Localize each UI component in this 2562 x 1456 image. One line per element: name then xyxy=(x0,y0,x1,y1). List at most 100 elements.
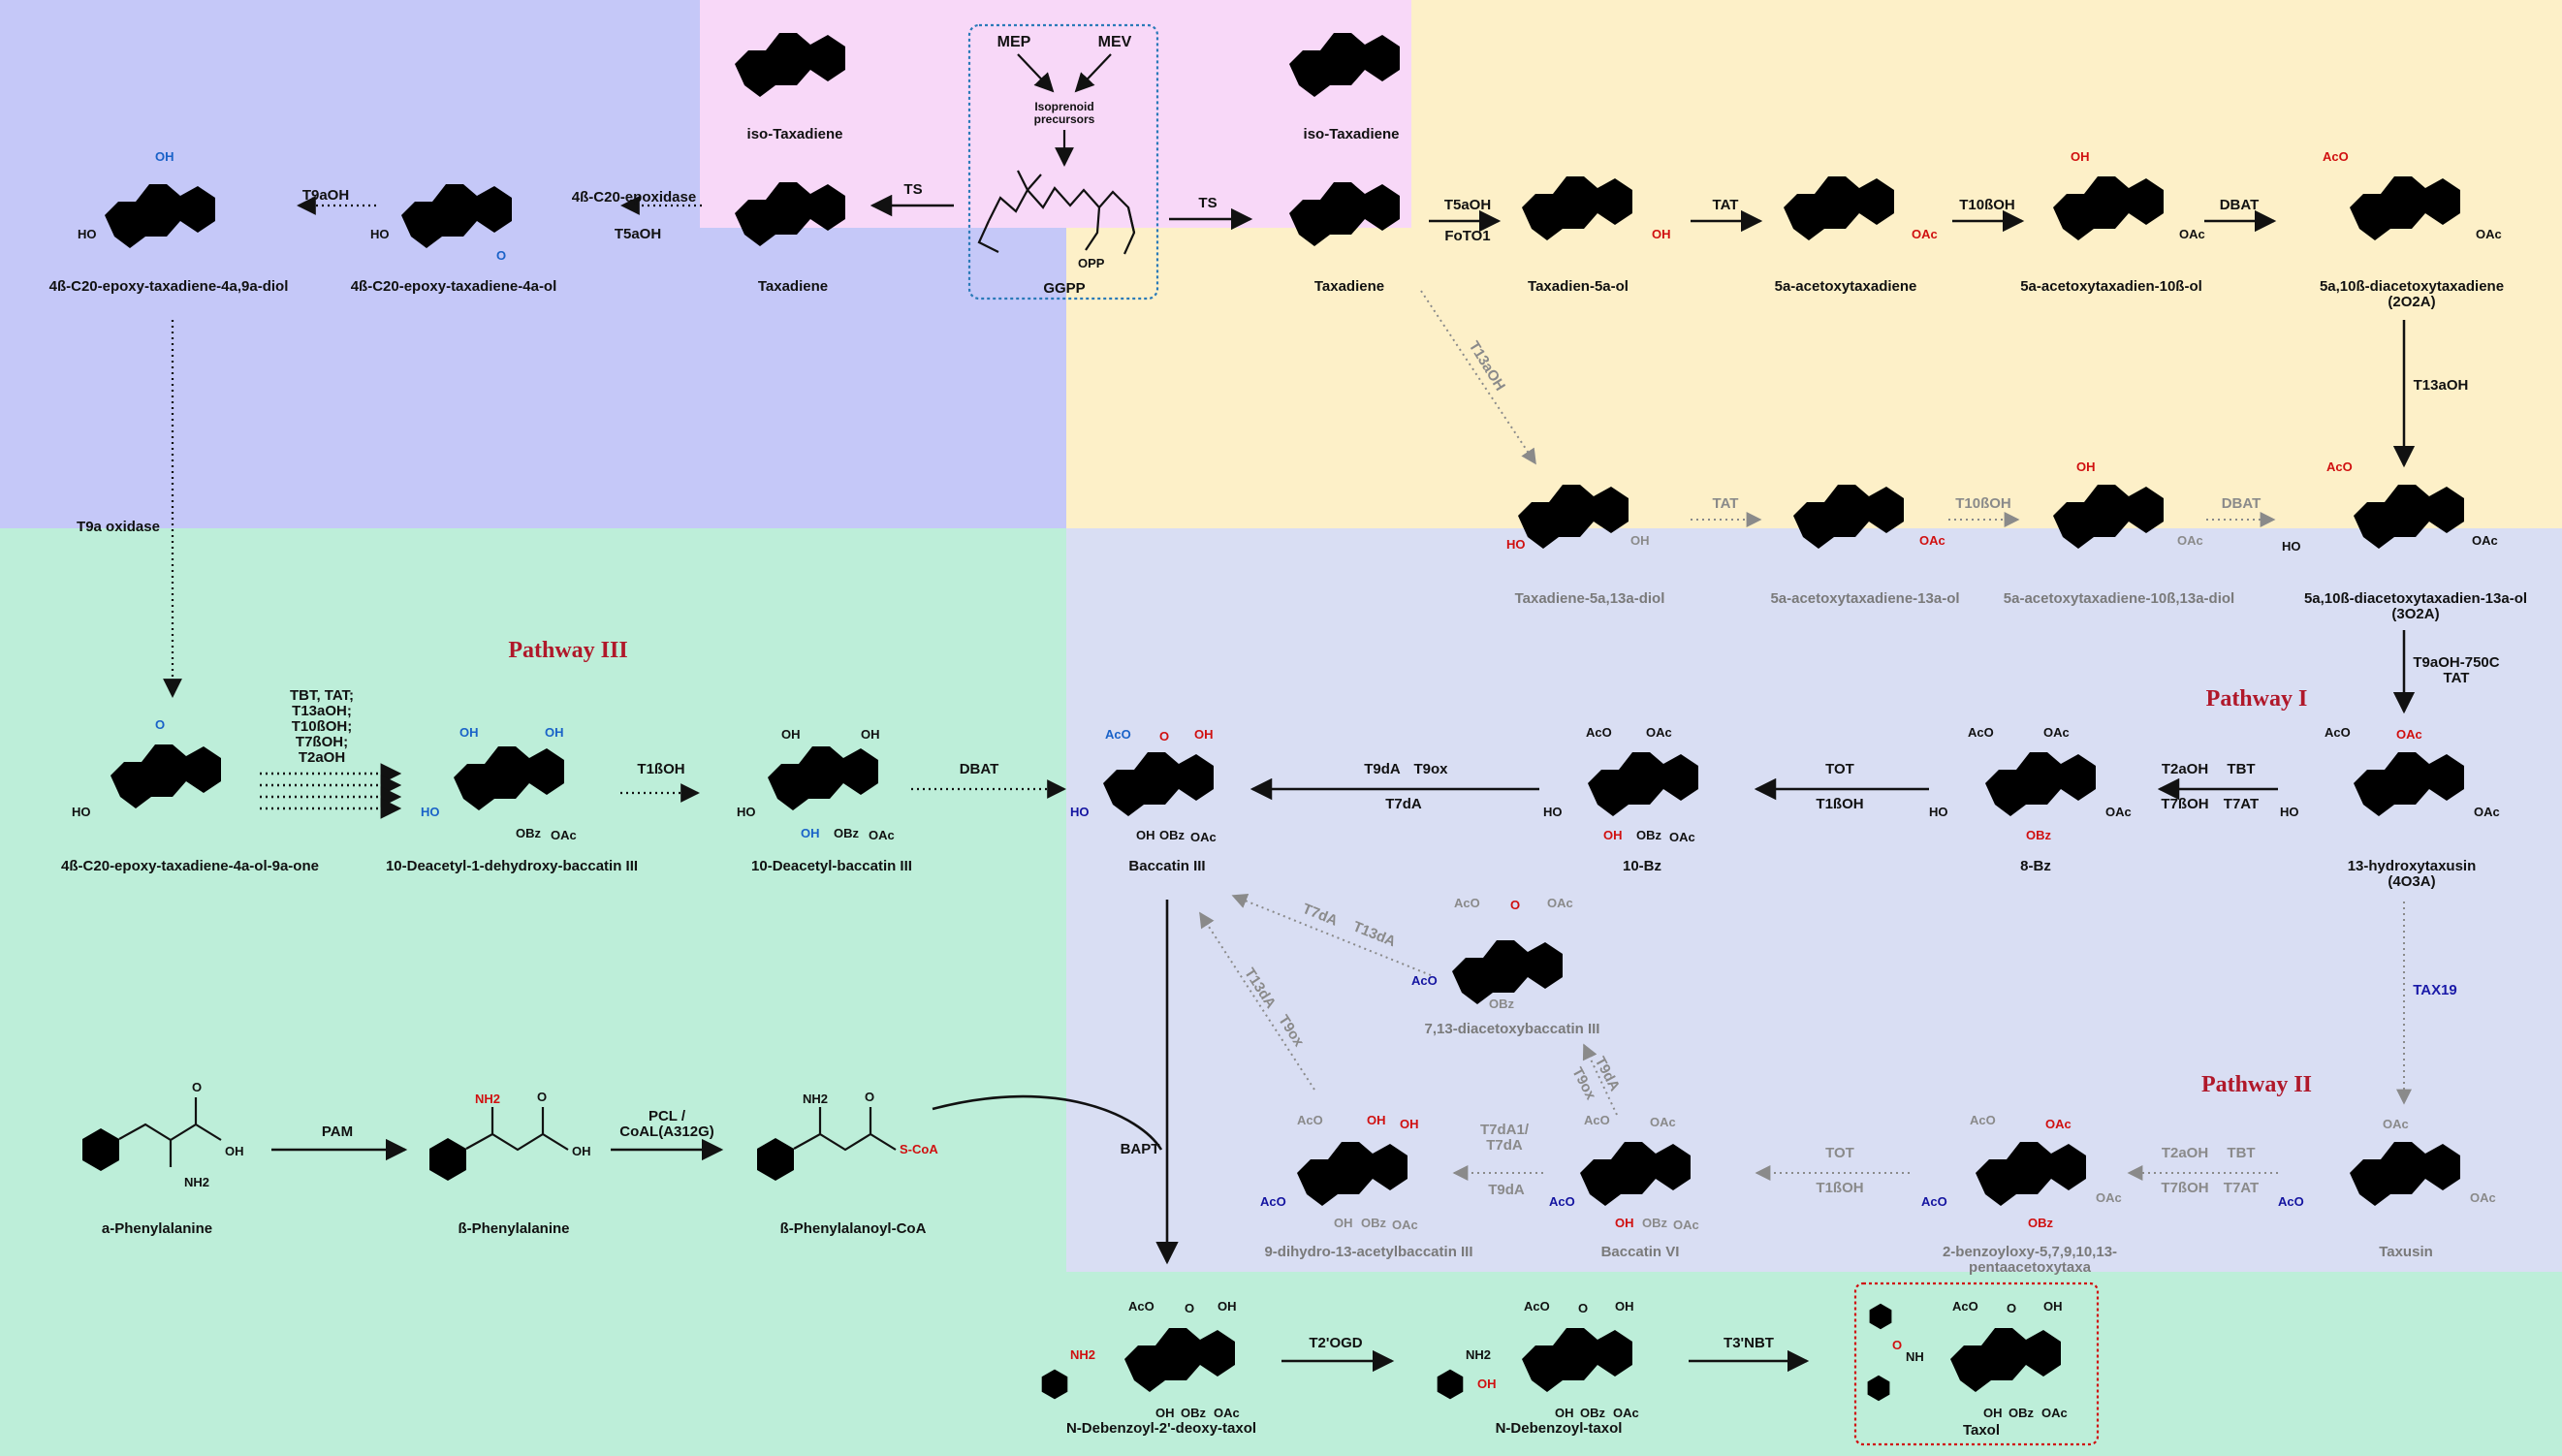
dd-oac: OAc xyxy=(551,828,577,842)
label-diacetoxy-13a-ol: 5a,10ß-diacetoxytaxadien-13a-ol xyxy=(2304,590,2527,607)
enzyme-pam: PAM xyxy=(322,1124,353,1140)
dha-aco-13: AcO xyxy=(1260,1194,1286,1209)
enzyme-stack-2: T13aOH; xyxy=(292,703,352,719)
label-benzoyloxy-1: 2-benzoyloxy-5,7,9,10,13- xyxy=(1943,1244,2117,1260)
bphe-coa-o: O xyxy=(865,1090,874,1104)
label-dihydro-acetylbaccatin: 9-dihydro-13-acetylbaccatin III xyxy=(1264,1244,1472,1260)
label-taxadiene-left: Taxadiene xyxy=(758,278,828,295)
bac-oh-1: OH xyxy=(1136,828,1155,842)
tx2-o: O xyxy=(2007,1301,2016,1315)
label-acetoxy-13a-ol: 5a-acetoxytaxadiene-13a-ol xyxy=(1770,590,1959,607)
enzyme-tat-2: TAT xyxy=(2444,670,2470,686)
bac-ho: HO xyxy=(1070,805,1090,819)
b10-aco: AcO xyxy=(1586,725,1612,740)
d13-oac: OAc xyxy=(2472,533,2498,548)
dd2-oh-1: OH xyxy=(1155,1406,1175,1420)
db2-oh-red: OH xyxy=(1477,1377,1497,1391)
dha-obz: OBz xyxy=(1361,1216,1387,1230)
label-taxadiene-right: Taxadiene xyxy=(1314,278,1384,295)
enzyme-tax19: TAX19 xyxy=(2413,982,2457,998)
dd2-o: O xyxy=(1185,1301,1194,1315)
enzyme-t9da-2: T9dA xyxy=(1488,1182,1525,1198)
bo-aco: AcO xyxy=(1970,1113,1996,1127)
dd2-aco: AcO xyxy=(1128,1299,1154,1314)
ht-oac-red: OAc xyxy=(2396,727,2422,742)
bvi-obz: OBz xyxy=(1642,1216,1668,1230)
bac-aco: AcO xyxy=(1105,727,1131,742)
enzyme-t13aoh-1: T13aOH xyxy=(2414,377,2469,394)
label-acetoxy-diol: 5a-acetoxytaxadiene-10ß,13a-diol xyxy=(2004,590,2234,607)
ad-oh: OH xyxy=(2076,459,2096,474)
bphe-structure xyxy=(429,1107,569,1181)
db-ho: HO xyxy=(737,805,756,819)
a10-oh: OH xyxy=(2071,149,2090,164)
bvi-oh: OH xyxy=(1615,1216,1634,1230)
dha-oh-9: OH xyxy=(1367,1113,1386,1127)
enzyme-t9a-oxidase: T9a oxidase xyxy=(77,519,160,535)
db-oh-1: OH xyxy=(801,826,820,840)
enzyme-t7da-2: T7dA xyxy=(1486,1137,1523,1154)
label-taxol: Taxol xyxy=(1963,1422,2000,1439)
db2-o: O xyxy=(1578,1301,1588,1315)
tx2-oh-1: OH xyxy=(1983,1406,2003,1420)
d13-ho: HO xyxy=(2282,539,2301,554)
dia-aco: AcO xyxy=(2323,149,2349,164)
b8-oac-top: OAc xyxy=(2043,725,2070,740)
label-4o3a: (4O3A) xyxy=(2388,873,2435,890)
enzyme-t7at-2: T7AT xyxy=(2224,1180,2259,1196)
enzyme-t7boh-1: T7ßOH xyxy=(2161,796,2208,812)
bphe-o: O xyxy=(537,1090,547,1104)
db2-obz: OBz xyxy=(1580,1406,1606,1420)
label-iso-taxadiene-right: iso-Taxadiene xyxy=(1304,126,1400,142)
tx2-obz: OBz xyxy=(2008,1406,2035,1420)
b10-ho: HO xyxy=(1543,805,1563,819)
bphe-coa-scoa: S-CoA xyxy=(900,1142,938,1156)
enzyme-epoxidase: 4ß-C20-epoxidase xyxy=(572,189,696,206)
enzyme-t5aoh-iii: T5aOH xyxy=(615,226,661,242)
enzyme-t9aoh-750c: T9aOH-750C xyxy=(2413,654,2499,671)
enzyme-tbt-2: TBT xyxy=(2227,1145,2255,1161)
label-epoxy-one: 4ß-C20-epoxy-taxadiene-4a-ol-9a-one xyxy=(61,858,319,874)
dd2-obz: OBz xyxy=(1181,1406,1207,1420)
enzyme-t9da-1: T9dA xyxy=(1364,761,1401,777)
label-hydroxytaxusin: 13-hydroxytaxusin xyxy=(2348,858,2477,874)
ht-oac: OAc xyxy=(2474,805,2500,819)
label-acetoxytaxadiene: 5a-acetoxytaxadiene xyxy=(1775,278,1917,295)
enzyme-tot-2: TOT xyxy=(1825,1145,1854,1161)
enzyme-stack-4: T7ßOH; xyxy=(296,734,348,750)
bo-obz: OBz xyxy=(2028,1216,2054,1230)
dha-aco: AcO xyxy=(1297,1113,1323,1127)
epoxy-o-blue: O xyxy=(496,248,506,263)
bphe-coa-structure xyxy=(757,1107,897,1181)
bvi-aco-2: AcO xyxy=(1549,1194,1575,1209)
tx2-oh: OH xyxy=(2043,1299,2063,1314)
ggpp-structure xyxy=(977,170,1136,255)
dab-obz: OBz xyxy=(1489,997,1515,1011)
bphe-nh2: NH2 xyxy=(475,1092,500,1106)
enzyme-tot-1: TOT xyxy=(1825,761,1854,777)
enzyme-ts-right: TS xyxy=(1198,195,1217,211)
bphe-coa-nh2: NH2 xyxy=(803,1092,828,1106)
dab-aco-2: AcO xyxy=(1411,973,1438,988)
label-baccatin-vi: Baccatin VI xyxy=(1601,1244,1680,1260)
opp-group: OPP xyxy=(1078,256,1105,270)
label-acetoxytaxadien-10b-ol: 5a-acetoxytaxadien-10ß-ol xyxy=(2020,278,2202,295)
dd2-nh2: NH2 xyxy=(1070,1347,1095,1362)
phe-structure xyxy=(82,1097,222,1171)
enzyme-t1boh-iii: T1ßOH xyxy=(637,761,684,777)
db2-oh: OH xyxy=(1615,1299,1634,1314)
dab-aco: AcO xyxy=(1454,896,1480,910)
dd-oh-7: OH xyxy=(545,725,564,740)
diol-ho: HO xyxy=(1506,537,1526,552)
epoxy-one-ho: HO xyxy=(72,805,91,819)
dd-oh-10: OH xyxy=(459,725,479,740)
ggpp-label: GGPP xyxy=(1043,280,1085,297)
enzyme-pcl-1: PCL / xyxy=(648,1108,686,1124)
enzyme-t10boh-gray: T10ßOH xyxy=(1955,495,2011,512)
bac-oac: OAc xyxy=(1190,830,1217,844)
label-epoxy-diol: 4ß-C20-epoxy-taxadiene-4a,9a-diol xyxy=(49,278,289,295)
bphe-oh: OH xyxy=(572,1144,591,1158)
region-pathway-ii xyxy=(1066,528,2562,1272)
pathway-i-label: Pathway I xyxy=(2206,686,2308,712)
